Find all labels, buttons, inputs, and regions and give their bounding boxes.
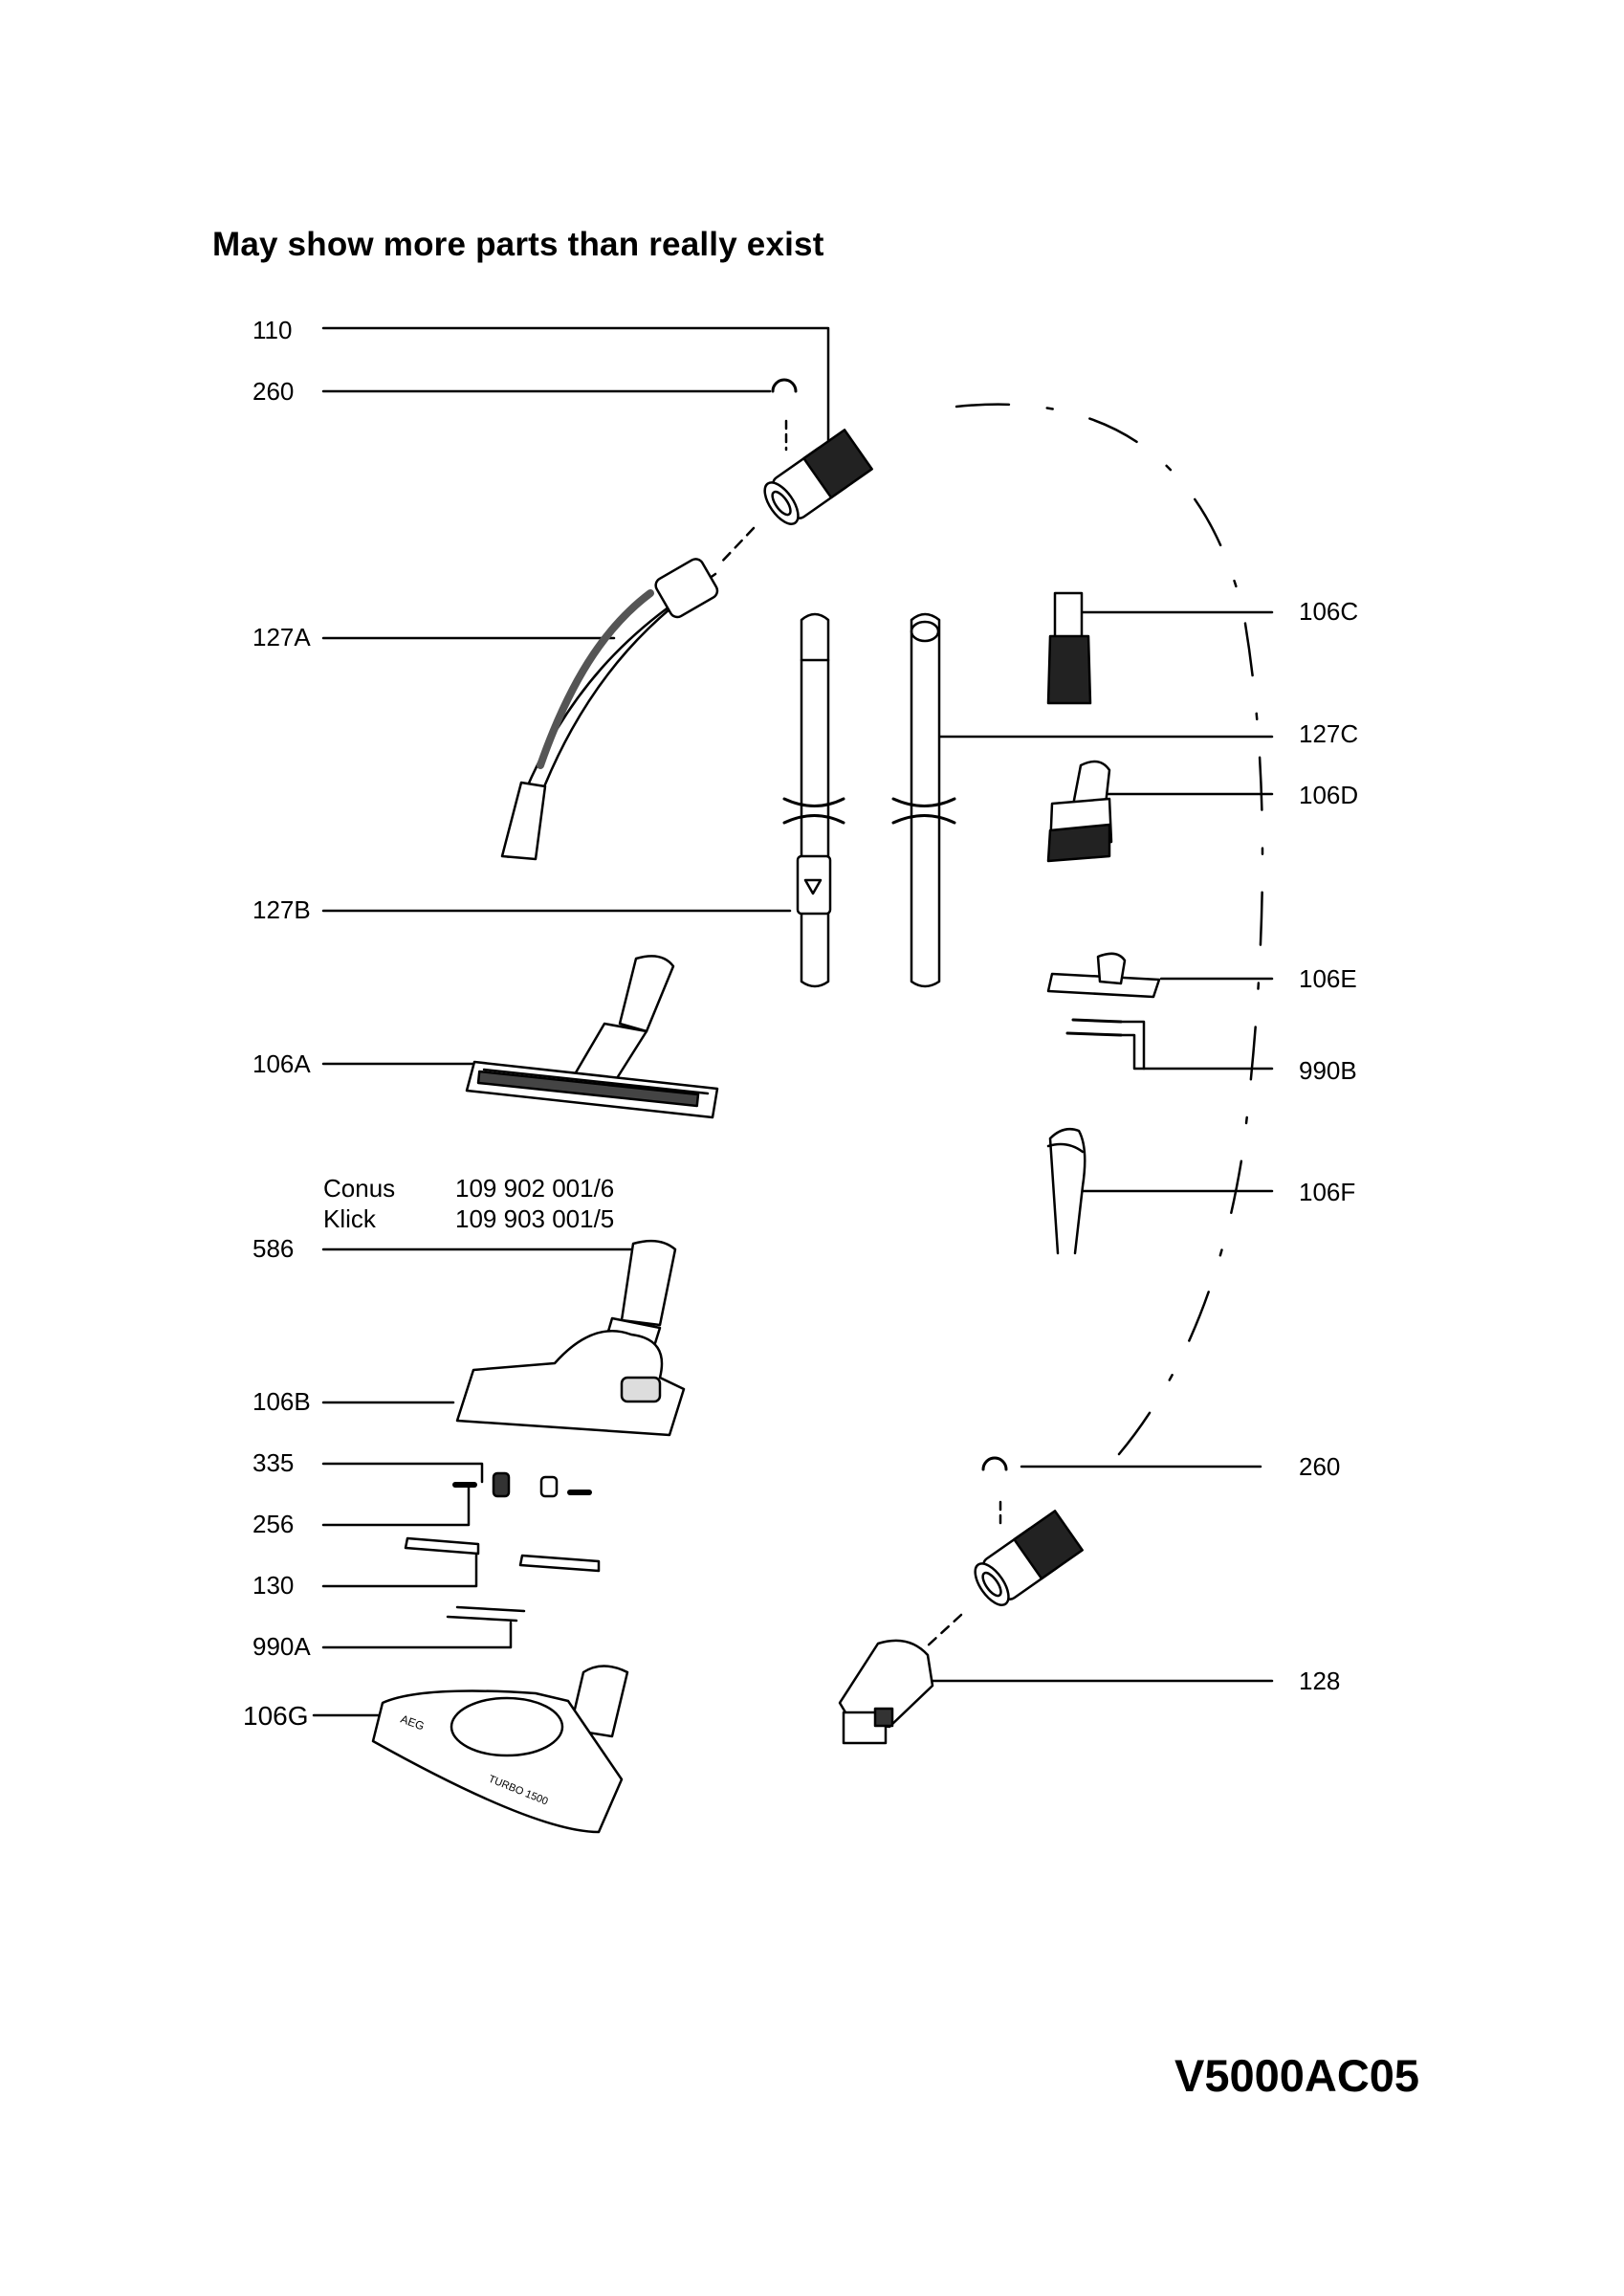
label-127b: 127B (252, 895, 311, 924)
label-335: 335 (252, 1448, 295, 1477)
variant-number-1: 109 902 001/6 (455, 1174, 615, 1203)
extension-tube-127b (782, 612, 845, 988)
leader-110 (321, 326, 830, 459)
label-256: 256 (252, 1510, 295, 1538)
label-106b: 106B (252, 1387, 311, 1416)
hose-ribbed-end (802, 429, 873, 499)
label-586: 586 (252, 1234, 295, 1263)
label-106f: 106F (1299, 1178, 1356, 1206)
upholstery-nozzle-106d (1046, 760, 1113, 863)
label-990a: 990A (252, 1632, 311, 1661)
floor-nozzle-106b (455, 1239, 686, 1437)
label-106a: 106A (252, 1049, 311, 1078)
variant-number-2: 109 903 001/5 (455, 1204, 615, 1233)
variant-name-2: Klick (323, 1204, 376, 1233)
page-title: May show more parts than really exist (212, 226, 824, 263)
nozzle-106e (1046, 952, 1161, 1037)
label-260-top: 260 (252, 377, 295, 406)
clip-260-bottom (981, 1456, 1008, 1471)
label-990b: 990B (1299, 1056, 1357, 1085)
label-260-bottom: 260 (1299, 1452, 1341, 1481)
label-106d: 106D (1299, 781, 1359, 809)
leader-990b (1119, 1033, 1274, 1071)
label-128: 128 (1299, 1667, 1341, 1695)
leader-lines-right (899, 610, 1274, 1683)
leader-lines-left (312, 326, 830, 1717)
turbo-nozzle-106g: AEG TURBO 1500 (371, 1665, 629, 1834)
leader-130 (321, 1546, 478, 1588)
label-106e: 106E (1299, 964, 1357, 993)
label-127a: 127A (252, 623, 311, 651)
diagram-code: V5000AC05 (1174, 2050, 1420, 2101)
label-127c: 127C (1299, 719, 1359, 748)
label-110: 110 (252, 316, 293, 344)
leader-256 (321, 1486, 471, 1527)
label-130: 130 (252, 1571, 295, 1600)
crevice-nozzle-106f (1046, 1128, 1086, 1255)
label-106c: 106C (1299, 597, 1359, 626)
hose-connector-bottom (924, 1456, 1084, 1649)
hose-loop-dashed (955, 403, 1264, 1456)
dust-brush-106c (1046, 591, 1092, 705)
leader-990a (321, 1621, 513, 1649)
hose-connector-top (717, 378, 873, 566)
clip-260-top (771, 378, 798, 393)
label-106g: 106G (243, 1701, 309, 1731)
leader-335 (321, 1462, 484, 1484)
connector-128 (838, 1639, 934, 1745)
extension-tube-127c (891, 612, 956, 988)
small-parts (404, 1471, 601, 1623)
leader-990b-upper (1119, 1020, 1146, 1071)
variant-name-1: Conus (323, 1174, 396, 1203)
floor-nozzle-106a (465, 955, 719, 1119)
curved-handle-127a (500, 558, 719, 861)
